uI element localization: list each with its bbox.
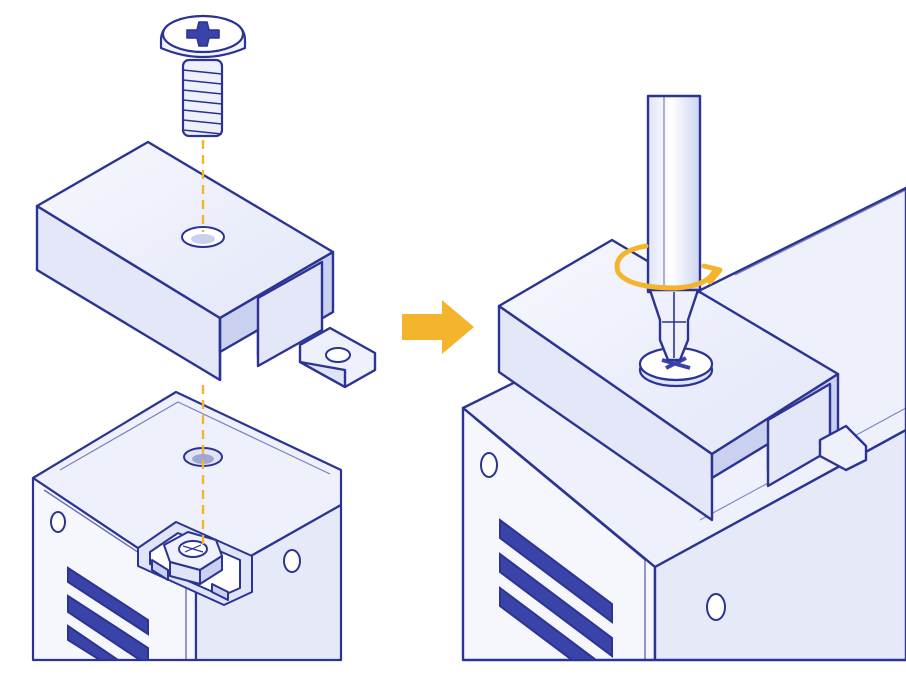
chassis-right-hole-side [706, 593, 726, 621]
screwdriver-icon [646, 94, 702, 362]
rotation-arrow-icon [614, 243, 723, 291]
cage-nut-icon [137, 521, 253, 606]
chassis-right-vents [499, 518, 613, 661]
chassis-hole-right [283, 549, 301, 573]
chassis-hole-left [50, 511, 66, 533]
bracket-exploded [35, 140, 377, 389]
step-arrow-icon [402, 300, 474, 354]
chassis-right-hole-front [480, 452, 498, 478]
chassis-left-vents [67, 566, 149, 661]
phillips-screw-icon [159, 14, 247, 138]
step-2-assembled-view [461, 94, 906, 662]
bracket-flange-hole [325, 347, 351, 363]
screw-head-mounted [638, 346, 714, 388]
step-1-exploded-view [31, 14, 377, 662]
